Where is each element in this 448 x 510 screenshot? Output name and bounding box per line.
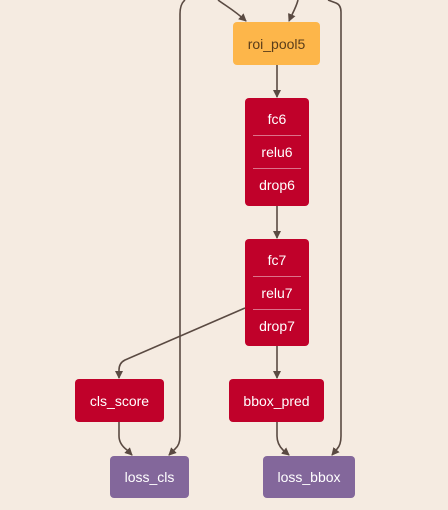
node-fc6-label: fc6 <box>267 111 287 127</box>
node-drop6-label: drop6 <box>259 177 295 193</box>
edge-cls-score-to-loss-cls <box>118 422 133 456</box>
node-cls-score[interactable]: cls_score <box>75 379 164 422</box>
node-fc7-divider-2 <box>253 309 301 310</box>
node-cls-score-label: cls_score <box>89 392 150 409</box>
node-loss-cls[interactable]: loss_cls <box>110 456 189 498</box>
node-fc6-divider-2 <box>253 168 301 169</box>
edge-to-roi-pool5-left <box>217 0 247 22</box>
node-loss-cls-label: loss_cls <box>124 469 175 485</box>
node-bbox-pred[interactable]: bbox_pred <box>229 379 324 422</box>
node-relu7-label: relu7 <box>261 285 293 301</box>
node-fc7-divider-1 <box>253 276 301 277</box>
edge-to-roi-pool5-right <box>288 0 299 22</box>
node-loss-bbox-label: loss_bbox <box>277 469 341 485</box>
edge-bbox-pred-to-loss-bbox <box>276 422 290 456</box>
edge-fc7-to-cls-score <box>115 307 246 379</box>
node-fc6-divider-1 <box>253 135 301 136</box>
node-drop7-label: drop7 <box>259 318 295 334</box>
node-fc7-group[interactable]: fc7 relu7 drop7 <box>245 239 309 346</box>
node-fc6-group[interactable]: fc6 relu6 drop6 <box>245 98 309 206</box>
node-bbox-pred-label: bbox_pred <box>243 392 310 409</box>
node-fc7-label: fc7 <box>267 252 287 268</box>
node-roi-pool5-label: roi_pool5 <box>247 35 306 52</box>
edge-label-to-loss-cls <box>168 0 186 456</box>
node-relu6-label: relu6 <box>261 144 293 160</box>
node-loss-bbox[interactable]: loss_bbox <box>263 456 355 498</box>
node-roi-pool5[interactable]: roi_pool5 <box>233 22 320 65</box>
edge-bbox-targets-to-loss-bbox <box>327 0 342 456</box>
